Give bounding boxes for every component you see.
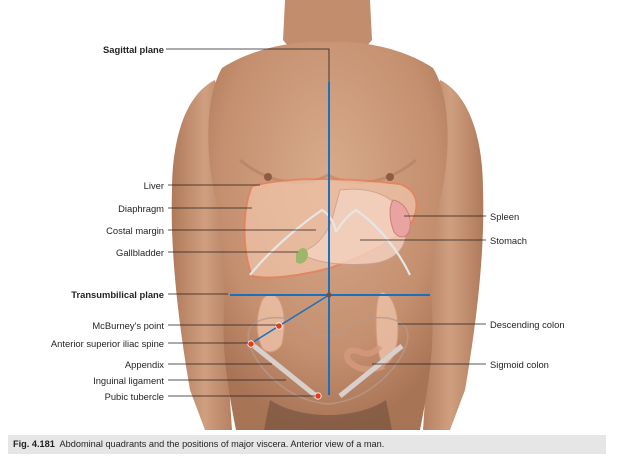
label-liver: Liver xyxy=(143,180,164,191)
umbilicus-marker xyxy=(326,292,332,298)
caption-bar xyxy=(8,435,606,454)
label-gallbladder: Gallbladder xyxy=(116,247,164,258)
leader-lines xyxy=(166,48,486,397)
label-sagittal-plane: Sagittal plane xyxy=(103,44,164,55)
gallbladder-shape xyxy=(296,248,308,264)
label-stomach: Stomach xyxy=(490,235,527,246)
inguinal-left xyxy=(252,344,318,398)
mcburney-point-marker xyxy=(275,322,283,330)
label-spleen: Spleen xyxy=(490,211,520,222)
label-pubic-tubercle: Pubic tubercle xyxy=(104,391,164,402)
stomach-shape xyxy=(299,188,407,265)
inguinal-right xyxy=(338,344,404,398)
mcburney-line xyxy=(249,294,330,345)
figure-caption-text: Abdominal quadrants and the positions of… xyxy=(59,439,385,449)
label-asis: Anterior superior iliac spine xyxy=(50,338,164,349)
label-mcburney-point: McBurney's point xyxy=(92,320,164,331)
costal-margin xyxy=(249,208,411,276)
label-inguinal-ligament: Inguinal ligament xyxy=(93,375,164,386)
pubic-tubercle-marker xyxy=(314,392,322,400)
viscera xyxy=(243,178,418,405)
label-appendix: Appendix xyxy=(124,359,164,370)
asis-marker xyxy=(247,340,255,348)
left-nipple xyxy=(264,173,272,181)
figure-caption: Fig. 4.181 Abdominal quadrants and the p… xyxy=(13,439,384,450)
label-costal-margin: Costal margin xyxy=(106,225,164,236)
label-diaphragm: Diaphragm xyxy=(118,203,164,214)
groin-shade xyxy=(264,400,392,430)
spleen-shape xyxy=(389,199,411,238)
figure-number: Fig. 4.181 xyxy=(13,439,55,449)
label-descending-colon: Descending colon xyxy=(490,319,565,330)
label-sigmoid-colon: Sigmoid colon xyxy=(490,359,549,370)
sigmoid-colon-shape xyxy=(344,344,386,373)
pelvis-outline xyxy=(247,316,409,405)
right-nipple xyxy=(386,173,394,181)
label-transumbilical-plane: Transumbilical plane xyxy=(71,289,164,300)
